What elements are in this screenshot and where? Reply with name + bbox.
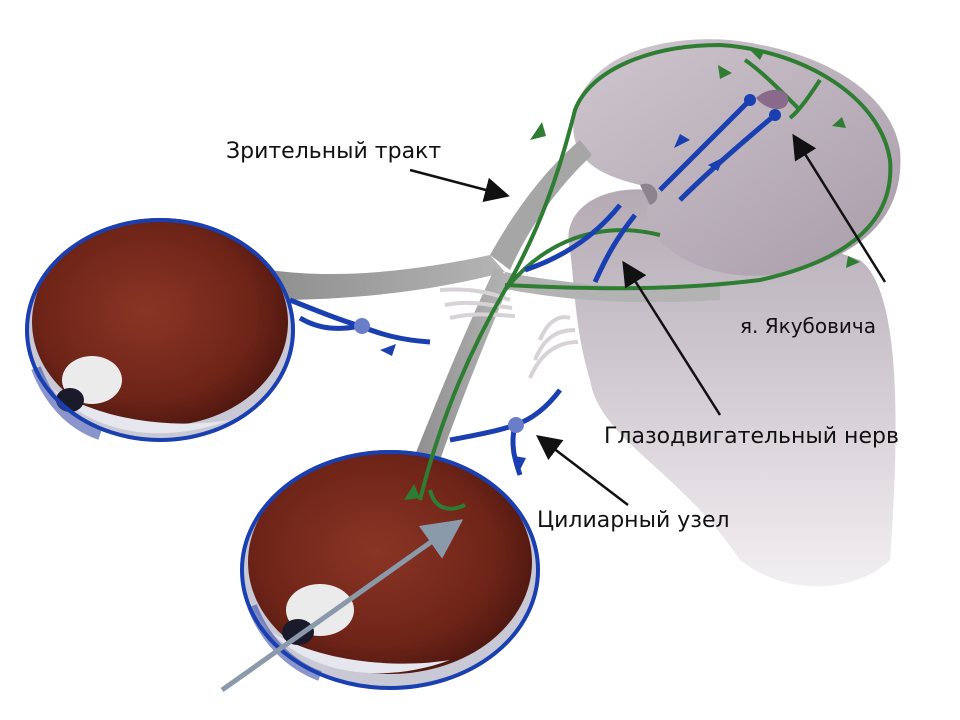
label-pointers bbox=[409, 133, 887, 506]
motor-arrows bbox=[380, 134, 724, 470]
label-optic-tract: Зрительный тракт bbox=[226, 139, 442, 164]
visual-arrows bbox=[404, 50, 860, 500]
optic-tract-shape bbox=[490, 140, 592, 270]
light-ray bbox=[220, 519, 464, 693]
visual-pathway bbox=[418, 42, 893, 511]
motor-pathway bbox=[289, 98, 777, 476]
midbrain-section bbox=[573, 39, 901, 276]
label-ciliary-ganglion: Цилиарный узел bbox=[537, 508, 730, 533]
oculomotor-rootlets bbox=[439, 287, 579, 379]
label-yakubovich-nucleus: я. Якубовича bbox=[740, 314, 876, 338]
optic-nerve-left bbox=[270, 255, 505, 300]
label-oculomotor-nerve: Глазодвигательный нерв bbox=[604, 424, 899, 449]
left-eye bbox=[25, 218, 295, 442]
motor-nodes bbox=[354, 94, 781, 433]
midbrain-notch bbox=[640, 183, 658, 205]
yakubovich-nucleus-marker bbox=[756, 89, 789, 110]
